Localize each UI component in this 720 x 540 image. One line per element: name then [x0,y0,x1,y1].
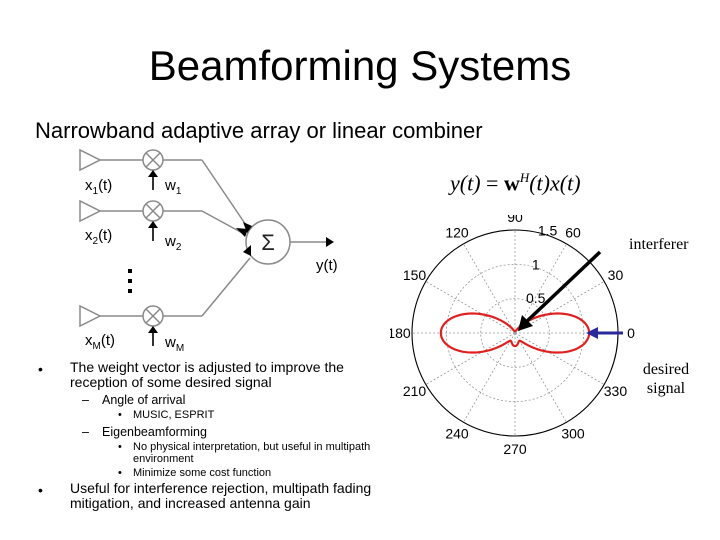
antenna-2-icon [79,199,102,223]
angle-tick-label: 60 [565,225,581,241]
radial-tick-label: 1 [532,256,540,272]
multiplier-1-icon [142,149,164,171]
sub-bullet-eigenbeamforming: Eigenbeamforming [102,425,207,439]
input-1-label: x1(t) [85,177,112,197]
angle-tick-label: 330 [604,383,628,399]
beam-pattern-curve [439,312,591,354]
angle-tick-label: 180 [390,325,411,341]
bullet-weight-vector: The weight vector is adjusted to improve… [70,359,344,390]
sub-sub-bullet-dot: • [118,467,122,479]
antenna-m-icon [79,304,102,328]
angle-tick-label: 150 [403,267,427,283]
output-label: y(t) [316,257,338,274]
polar-ring [480,298,550,368]
interferer-label: interferer [629,236,689,253]
sub-bullet-dash: – [82,393,89,407]
polar-spoke [463,332,516,423]
polar-spoke [425,281,516,334]
angle-tick-label: 90 [507,215,523,225]
formula-rhs: (t)x(t) [529,170,581,196]
slide-subtitle: Narrowband adaptive array or linear comb… [35,118,483,143]
polar-spoke [514,332,567,423]
interferer-arrowhead [518,315,533,331]
formula-hermitian: H [519,170,530,185]
angle-tick-label: 240 [445,425,469,441]
desired-signal-label: desired signal [642,361,690,397]
item-no-physical-interpretation: No physical interpretation, but useful i… [133,441,371,465]
multiplier-m-icon [142,305,164,327]
angle-tick-label: 120 [445,225,469,241]
weight-1-label: w1 [164,177,182,197]
formula-equals: = [480,170,504,196]
bullet-dot: • [38,482,43,498]
bullet-dot: • [38,361,43,377]
angle-tick-label: 0 [627,325,635,341]
angle-tick-label: 270 [503,441,527,457]
input-m-label: xM(t) [85,332,115,352]
multiplier-2-icon [142,200,164,222]
weight-2-label: w2 [164,233,182,253]
item-minimize-cost: Minimize some cost function [133,467,272,479]
bullet-interference-rejection: Useful for interference rejection, multi… [70,480,372,511]
sub-sub-bullet-dot: • [118,409,122,421]
polar-labels: 0 30 60 90 120 150 180 210 240 270 300 330 0.5 1 1.5 [390,215,635,457]
weight-m-label: wM [164,334,184,354]
sum-symbol: Σ [261,230,275,255]
sub-bullet-angle-of-arrival: Angle of arrival [102,393,186,407]
polar-spoke [514,332,605,385]
slide-title: Beamforming Systems [148,42,572,89]
radial-tick-label: 1.5 [538,223,558,239]
formula-lhs: y(t) [450,170,481,196]
radial-tick-label: 0.5 [526,290,546,306]
interferer-arrow [523,250,602,325]
polar-spoke [463,243,516,334]
input-2-label: x2(t) [85,227,112,247]
polar-beam-pattern: 0 30 60 90 120 150 180 210 240 270 300 330 0.5 1 1.5 [390,215,635,457]
formula-weight-vector: w [503,170,520,196]
item-music-esprit: MUSIC, ESPRIT [133,409,215,421]
sub-sub-bullet-dot: • [118,441,122,453]
desired-signal-arrowhead [586,327,598,339]
polar-spoke [425,332,516,385]
antenna-1-icon [79,148,102,172]
beamformer-output-formula: y(t) = wH(t)x(t) [450,170,581,196]
angle-tick-label: 30 [608,267,624,283]
angle-tick-label: 210 [403,383,427,399]
sub-bullet-dash: – [82,425,89,439]
angle-tick-label: 300 [561,425,585,441]
